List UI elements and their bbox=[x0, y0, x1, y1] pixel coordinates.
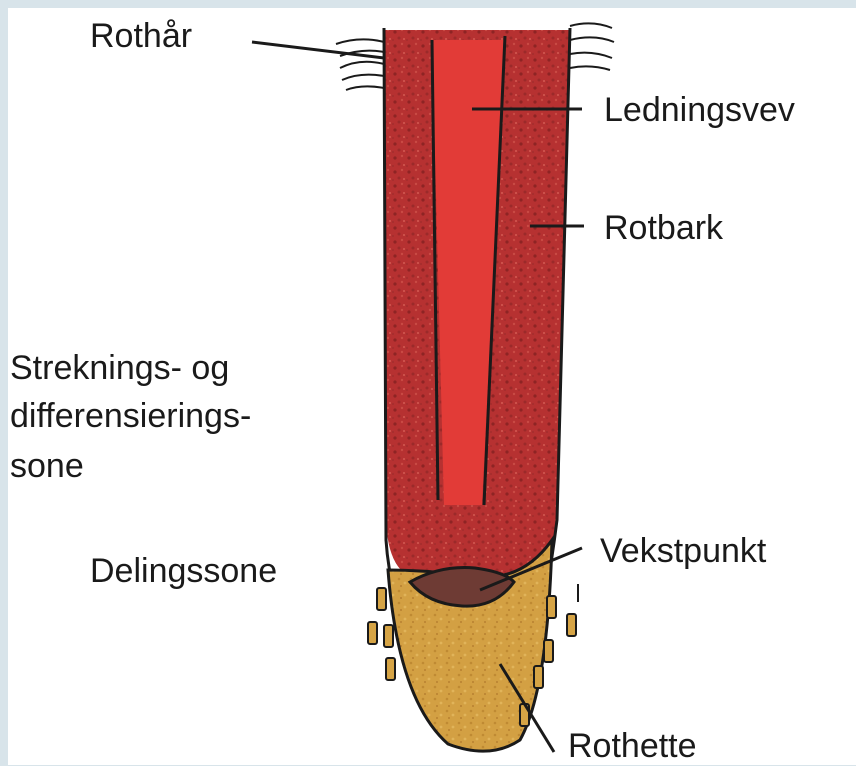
root-diagram-figure: Rothår Ledningsvev Rotbark Streknings- o… bbox=[8, 8, 856, 765]
root-hairs-right bbox=[570, 23, 614, 70]
label-growth-point: Vekstpunkt bbox=[600, 531, 766, 571]
label-division-zone: Delingssone bbox=[90, 551, 277, 591]
label-elongation-zone-3: sone bbox=[10, 446, 84, 486]
label-root-cap: Rothette bbox=[568, 726, 697, 766]
label-vascular-tissue: Ledningsvev bbox=[604, 90, 795, 130]
label-root-hair: Rothår bbox=[90, 16, 192, 56]
label-elongation-zone-2: differensierings- bbox=[10, 396, 251, 436]
root-hairs-left bbox=[336, 39, 384, 90]
label-cortex: Rotbark bbox=[604, 208, 723, 248]
label-elongation-zone-1: Streknings- og bbox=[10, 348, 229, 388]
